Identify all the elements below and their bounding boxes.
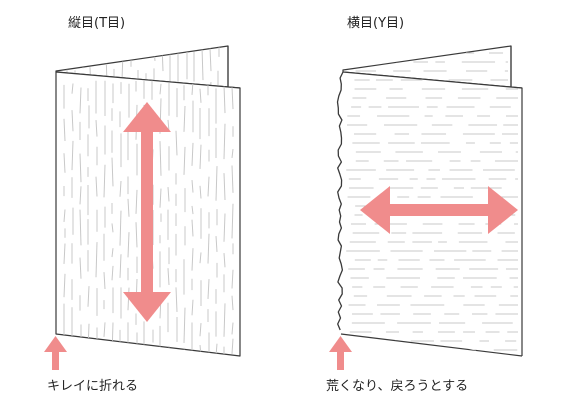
grain-line	[215, 236, 218, 252]
grain-line	[89, 46, 92, 59]
grain-line	[209, 48, 212, 72]
tate-pointer-arrow	[44, 336, 67, 370]
grain-line	[95, 120, 98, 137]
grain-line	[183, 105, 186, 132]
grain-line	[223, 84, 226, 114]
grain-line	[79, 87, 82, 114]
grain-line	[223, 303, 226, 337]
grain-line	[223, 252, 226, 268]
grain-line	[191, 180, 194, 193]
grain-line	[103, 322, 106, 337]
grain-line	[135, 189, 138, 214]
grain-line	[127, 198, 130, 217]
tate-caption: キレイに折れる	[47, 379, 139, 394]
grain-line	[231, 203, 234, 239]
grain-line	[183, 146, 186, 175]
grain-line	[207, 233, 210, 264]
grain-line	[71, 110, 74, 132]
grain-line	[97, 50, 100, 65]
grain-line	[63, 243, 66, 264]
yoko-grain-lines	[346, 79, 518, 351]
grain-line	[183, 307, 186, 343]
grain-line	[135, 222, 138, 248]
grain-line	[111, 223, 114, 233]
tate-double-arrow	[123, 102, 171, 322]
grain-line	[231, 338, 234, 354]
grain-line	[231, 165, 234, 193]
grain-line	[199, 185, 202, 199]
grain-line	[191, 248, 194, 271]
grain-line	[119, 254, 122, 278]
grain-line	[111, 157, 114, 187]
grain-line	[207, 279, 210, 299]
grain-line	[215, 166, 218, 201]
grain-line	[95, 242, 98, 278]
grain-line	[167, 187, 170, 202]
grain-line	[151, 354, 154, 356]
grain-line	[103, 353, 106, 356]
grain-line	[191, 142, 194, 166]
grain-line	[103, 164, 106, 198]
grain-line	[79, 153, 82, 183]
grain-line	[159, 83, 162, 95]
grain-line	[223, 173, 226, 201]
yoko-rough-fold-edge	[336, 71, 344, 331]
grain-line	[111, 265, 114, 281]
yoko-caption: 荒くなり、戻ろうとする	[326, 379, 469, 394]
grain-line	[79, 186, 82, 205]
grain-line	[127, 287, 130, 311]
grain-line	[191, 299, 194, 316]
grain-line	[63, 273, 66, 298]
grain-line	[159, 188, 162, 208]
grain-line	[119, 180, 122, 197]
grain-line	[167, 268, 170, 286]
grain-line	[199, 144, 202, 169]
grain-line	[223, 123, 226, 160]
grain-line	[199, 323, 202, 337]
yoko-pointer-arrow	[329, 336, 352, 370]
grain-line	[95, 176, 98, 197]
yoko-double-arrow	[360, 186, 518, 234]
grain-line	[113, 52, 116, 62]
grain-line	[63, 153, 66, 173]
grain-line	[71, 140, 74, 171]
grain-line	[159, 141, 162, 176]
grain-line	[191, 205, 194, 215]
grain-line	[127, 232, 130, 258]
grain-line	[103, 272, 106, 289]
grain-line	[231, 295, 234, 311]
yoko-diagram	[329, 45, 523, 370]
grain-line	[175, 287, 178, 312]
grain-line	[79, 209, 82, 246]
grain-line	[231, 149, 234, 158]
tate-diagram	[44, 45, 241, 370]
grain-line	[63, 118, 66, 142]
grain-line	[199, 252, 202, 264]
grain-line	[231, 322, 234, 335]
grain-line	[79, 257, 82, 279]
grain-line	[71, 83, 74, 94]
yoko-title: 横目(Y目)	[347, 16, 405, 31]
grain-line	[111, 248, 114, 258]
grain-line	[63, 209, 66, 222]
tate-title: 縦目(T目)	[68, 16, 126, 31]
grain-line	[119, 210, 122, 246]
grain-line	[175, 351, 178, 356]
grain-line	[231, 269, 234, 289]
grain-line	[199, 88, 202, 103]
grain-line	[231, 86, 234, 110]
grain-line	[191, 219, 194, 237]
grain-line	[87, 286, 90, 307]
grain-line	[207, 176, 210, 197]
grain-line	[201, 46, 204, 81]
grain-line	[223, 213, 226, 242]
grain-line	[175, 130, 178, 156]
